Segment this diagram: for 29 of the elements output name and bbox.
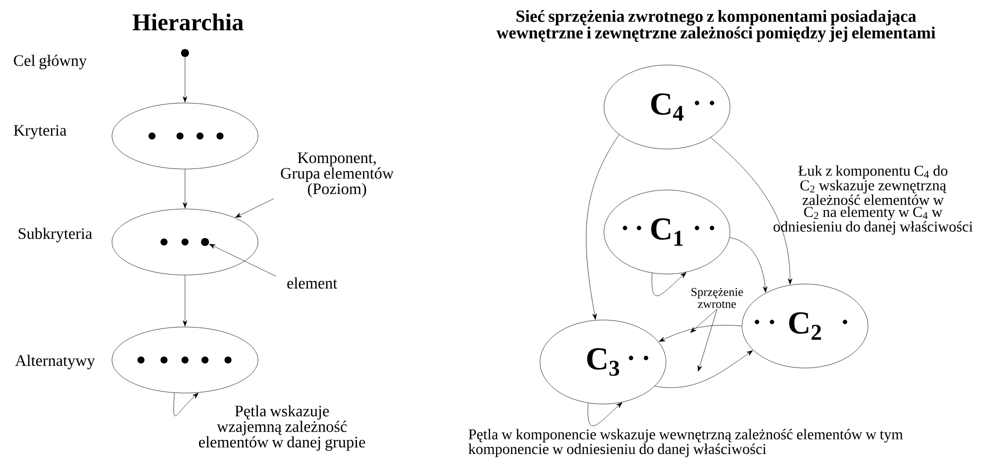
arrow — [588, 402, 622, 426]
annotation-text: Sprzężenie zwrotne — [692, 288, 743, 308]
arrow — [698, 309, 718, 372]
arrow — [586, 134, 620, 320]
arrow — [174, 392, 199, 416]
note-text: Kryteria — [14, 125, 66, 140]
annotation-text: element — [287, 277, 338, 289]
note-text: Pętla wskazuje wzajemną zależność elementów w danej grupie — [199, 405, 366, 451]
arrow — [209, 244, 276, 276]
note-text: Subkryteria — [18, 228, 92, 242]
arrow — [710, 137, 792, 285]
element-dot — [181, 49, 189, 57]
arrow — [729, 237, 768, 293]
level-ellipse — [112, 326, 258, 394]
arrow — [182, 169, 188, 208]
arrow — [652, 272, 686, 296]
arrow — [690, 309, 718, 333]
note-text: Pętla w komponencie wskazuje wewnętrzną zależność elementów w tym komponencie w odniesieniu do danej właściwości — [468, 428, 903, 458]
element-dot — [201, 238, 209, 246]
arrow — [182, 57, 188, 102]
arrow — [182, 275, 188, 326]
heading: Sieć sprzężenia zwrotnego z komponentami posiadająca wewnętrzne i zewnętrzne zależności pomiędzy jej elementami — [496, 10, 936, 42]
level-ellipse — [112, 208, 258, 276]
arrow — [235, 198, 274, 218]
arrow — [654, 350, 753, 388]
annotation-text: Komponent, Grupa elementów (Poziom) — [280, 152, 394, 198]
note-text: Łuk z komponentu C$_{4}$ do C$_{2}$ wskazuje zewnętrzną zależność elementów w C$_{2}$ na elementy w C$_{4}$ w odniesieniu do danej właściwości — [774, 165, 973, 235]
arrow — [658, 325, 742, 342]
level-ellipse — [112, 102, 258, 170]
